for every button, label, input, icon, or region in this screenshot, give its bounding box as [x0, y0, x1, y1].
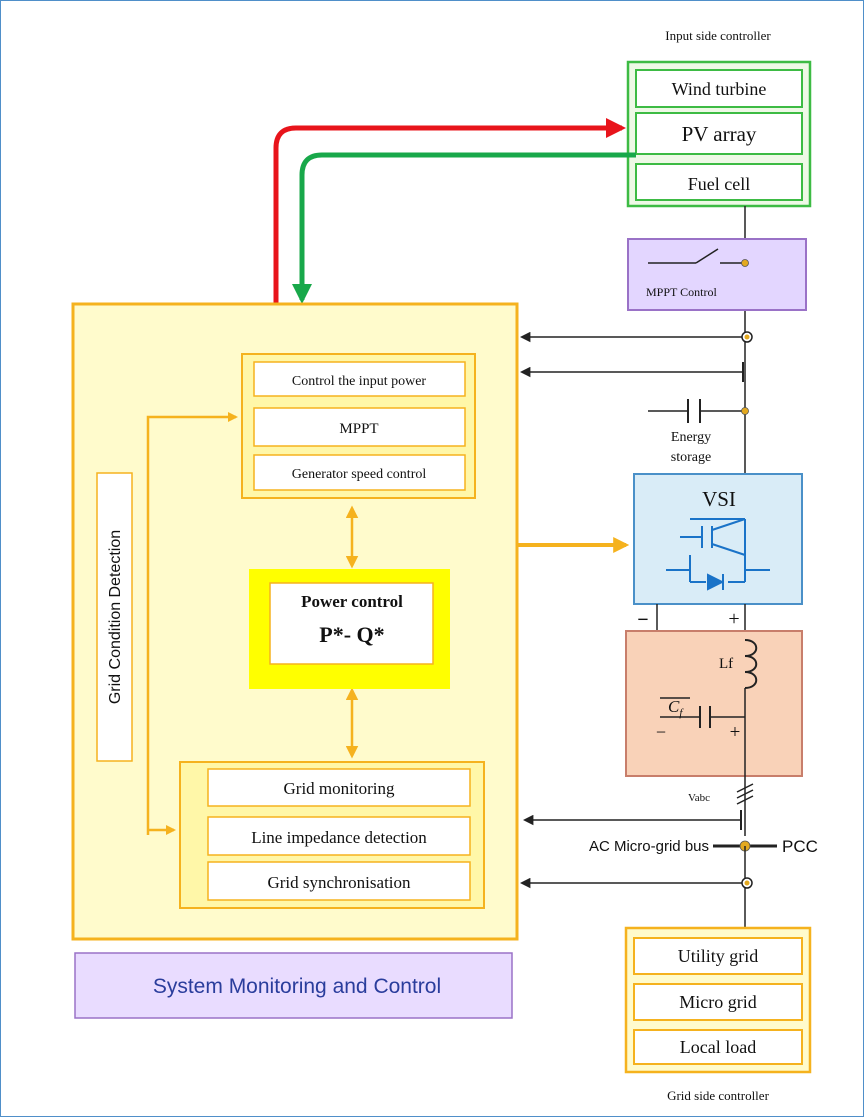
capacitor-label: Cf [668, 697, 684, 719]
inductor-coil [744, 639, 758, 689]
input-side-title: Input side controller [665, 28, 771, 43]
vsi-minus: − [637, 609, 648, 631]
grid-item-utility-grid: Utility grid [633, 937, 803, 975]
power-control-title: Power control [301, 592, 403, 611]
input-item-wind-turbine: Wind turbine [635, 69, 803, 108]
input-group-item-mppt: MPPT [253, 407, 466, 447]
grid-group-item-synchronisation: Grid synchronisation [207, 861, 471, 901]
svg-text:Wind turbine: Wind turbine [672, 79, 767, 99]
gcd-arrow-top [146, 412, 238, 835]
energy-label-line1: Energy [671, 430, 711, 445]
ac-bus-label: AC Micro-grid bus [589, 838, 709, 855]
grid-condition-label: Grid Condition Detection [107, 530, 124, 704]
sense-node-1-dot [744, 334, 750, 340]
grid-group-item-monitoring: Grid monitoring [207, 768, 471, 807]
switch-symbol [648, 248, 745, 264]
power-control-formula: P*- Q* [319, 622, 384, 647]
vabc-label: Vabc [688, 792, 710, 804]
red-arrow [273, 118, 626, 304]
energy-label-line2: storage [671, 450, 711, 465]
sense-node-2-dot [744, 880, 750, 886]
svg-text:Control the input power: Control the input power [292, 374, 426, 389]
pcc-label: PCC [782, 837, 818, 856]
grid-group-item-impedance: Line impedance detection [207, 816, 471, 856]
input-group-item-generator: Generator speed control [253, 454, 466, 491]
input-item-fuel-cell: Fuel cell [635, 163, 803, 201]
lc-filter-box [625, 630, 803, 777]
green-arrow [292, 152, 636, 304]
svg-text:PV array: PV array [682, 122, 757, 146]
svg-text:MPPT: MPPT [339, 421, 378, 437]
grid-item-local-load: Local load [633, 1029, 803, 1065]
svg-text:Utility grid: Utility grid [678, 946, 759, 966]
cap-plus: + [730, 722, 741, 743]
grid-condition-box [96, 472, 133, 762]
svg-text:Micro grid: Micro grid [679, 992, 756, 1012]
svg-text:Grid monitoring: Grid monitoring [284, 779, 395, 798]
svg-text:Generator speed control: Generator speed control [292, 467, 427, 482]
svg-text:Fuel cell: Fuel cell [688, 174, 750, 194]
svg-text:Line impedance detection: Line impedance detection [251, 828, 427, 847]
svg-text:Local load: Local load [680, 1037, 756, 1057]
three-phase-mark [736, 783, 754, 805]
vsi-label: VSI [702, 487, 736, 511]
input-group-item-control-power: Control the input power [253, 361, 466, 397]
svg-text:Grid synchronisation: Grid synchronisation [267, 873, 411, 892]
input-item-pv-array: PV array [635, 112, 803, 155]
filter-capacitor [660, 697, 745, 728]
power-control-inner [269, 582, 434, 665]
vsi-plus: + [728, 608, 739, 630]
switch-node [741, 259, 749, 267]
inductor-label: Lf [719, 656, 733, 672]
igbt-symbol [666, 518, 770, 591]
grid-side-title: Grid side controller [667, 1088, 769, 1103]
grid-item-micro-grid: Micro grid [633, 983, 803, 1021]
cap-minus: − [656, 722, 666, 742]
mppt-control-label: MPPT Control [646, 285, 717, 299]
storage-node [741, 407, 749, 415]
system-title: System Monitoring and Control [153, 975, 441, 998]
energy-storage-capacitor [648, 399, 745, 423]
mppt-control-box [627, 238, 807, 311]
system-title-box [74, 952, 513, 1019]
